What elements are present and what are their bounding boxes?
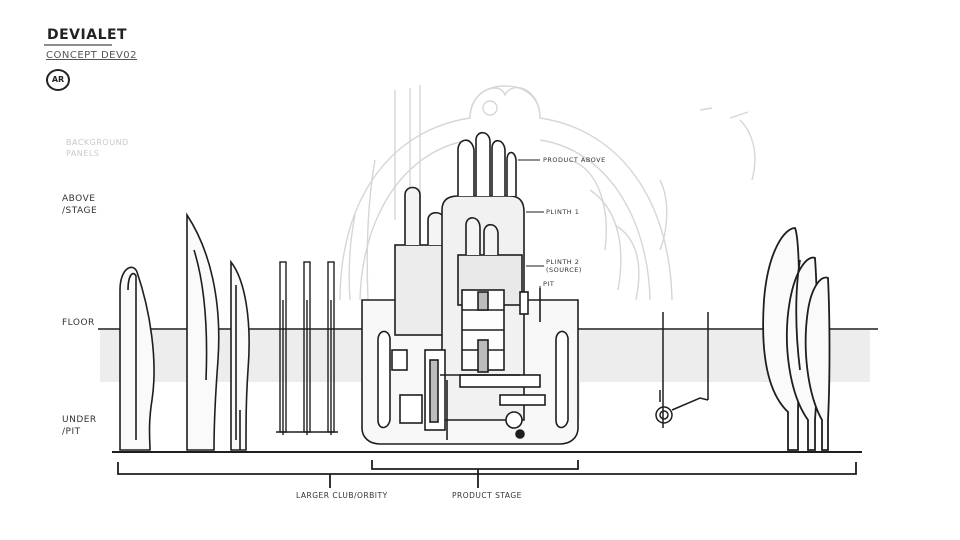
callout-plinth2-line2: (SOURCE): [546, 266, 582, 274]
ghost-background-speaker: [339, 85, 756, 301]
callout-product-above: PRODUCT ABOVE: [543, 156, 606, 164]
level-above-line1: ABOVE: [62, 194, 96, 204]
bracket-product-stage: [371, 460, 579, 488]
callout-pit: PIT: [543, 280, 555, 288]
callout-leaders: [518, 159, 544, 292]
brand-title: DEVIALET: [47, 27, 128, 43]
label-product-stage: PRODUCT STAGE: [452, 491, 522, 500]
right-fixtures: [655, 312, 709, 428]
level-floor: FLOOR: [62, 318, 95, 328]
bracket-larger: [117, 462, 857, 488]
level-under-line2: /PIT: [62, 427, 81, 437]
level-background-line2: PANELS: [66, 149, 100, 158]
callout-plinth2-line1: PLINTH 2: [546, 258, 580, 266]
callout-plinth2: PLINTH 2 (SOURCE): [546, 258, 582, 274]
label-larger-club: LARGER CLUB/ORBITY: [296, 491, 388, 500]
level-above: ABOVE /STAGE: [62, 193, 97, 217]
concept-subtitle: CONCEPT DEV02: [46, 50, 138, 61]
level-background: BACKGROUND PANELS: [66, 137, 129, 159]
level-under-line1: UNDER: [62, 415, 97, 425]
level-above-line2: /STAGE: [62, 206, 98, 216]
central-stage: [361, 131, 579, 445]
callout-plinth1: PLINTH 1: [546, 208, 580, 216]
level-background-line1: BACKGROUND: [66, 138, 129, 147]
level-under: UNDER /PIT: [62, 414, 97, 438]
left-leaf-panels: [119, 212, 250, 451]
left-poles: [276, 261, 338, 435]
right-leaf-panels: [762, 227, 831, 451]
signature-mark: AR: [46, 69, 70, 91]
